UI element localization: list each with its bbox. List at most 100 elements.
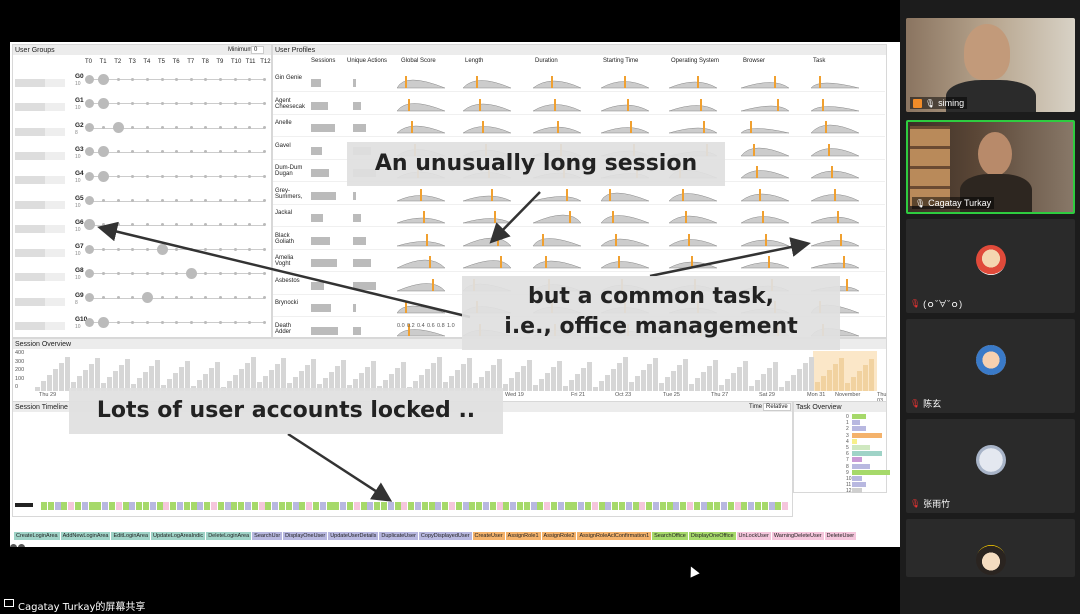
timeline-cell[interactable] <box>54 502 61 510</box>
group-bubble[interactable] <box>189 101 193 105</box>
group-bubble[interactable] <box>189 320 193 324</box>
legend-chip[interactable]: EditLoginArea <box>111 532 151 540</box>
timeline-cell[interactable] <box>319 502 326 510</box>
group-bubble[interactable] <box>98 73 110 85</box>
group-bubble[interactable] <box>204 77 208 81</box>
group-bubble[interactable] <box>218 247 222 251</box>
group-bubble[interactable] <box>204 320 208 324</box>
group-bubble[interactable] <box>233 223 237 227</box>
group-bubble[interactable] <box>175 320 179 324</box>
group-bubble[interactable] <box>145 320 149 324</box>
timeline-cell[interactable] <box>510 502 517 510</box>
group-bubble[interactable] <box>204 150 208 154</box>
timeline-cell[interactable] <box>666 502 673 510</box>
group-bubble[interactable] <box>233 150 237 154</box>
group-bubble[interactable] <box>233 296 237 300</box>
timeline-cell[interactable] <box>394 502 401 510</box>
legend-chip[interactable]: UpdateUserDetails <box>328 532 379 540</box>
timeline-cell[interactable] <box>47 502 54 510</box>
timeline-cell[interactable] <box>571 502 578 510</box>
group-bubble[interactable] <box>84 293 94 303</box>
group-bubble[interactable] <box>218 77 222 81</box>
timeline-cell[interactable] <box>782 502 789 510</box>
timeline-cell[interactable] <box>748 502 755 510</box>
timeline-cell[interactable] <box>619 502 625 510</box>
timeline-cell[interactable] <box>775 502 782 510</box>
timeline-cell[interactable] <box>768 502 775 510</box>
group-bubble[interactable] <box>262 271 266 275</box>
timeline-cell[interactable] <box>129 502 136 510</box>
timeline-cell[interactable] <box>95 502 102 510</box>
timeline-cell[interactable] <box>503 502 510 510</box>
group-bubble[interactable] <box>175 126 179 130</box>
timeline-cell[interactable] <box>707 502 714 510</box>
participant-tile-siming[interactable]: 🎙 siming <box>906 18 1075 112</box>
timeline-cell[interactable] <box>449 502 455 510</box>
group-bubble[interactable] <box>84 171 94 181</box>
group-bubble[interactable] <box>84 268 94 278</box>
group-bubble[interactable] <box>116 223 120 227</box>
timeline-cell[interactable] <box>401 502 408 510</box>
task-bar[interactable] <box>852 476 862 481</box>
task-bar[interactable] <box>852 426 866 432</box>
group-bubble[interactable] <box>248 320 252 324</box>
group-bubble[interactable] <box>102 247 106 251</box>
group-bubble[interactable] <box>84 147 94 157</box>
timeline-cell[interactable] <box>347 502 353 510</box>
timeline-cell[interactable] <box>680 502 687 510</box>
group-bubble[interactable] <box>145 126 149 130</box>
group-bubble[interactable] <box>248 271 252 275</box>
timeline-cell[interactable] <box>483 502 489 510</box>
timeline-cell[interactable] <box>231 502 238 510</box>
group-bubble[interactable] <box>204 271 208 275</box>
group-bubble[interactable] <box>156 243 168 255</box>
task-bar[interactable] <box>852 414 866 419</box>
timeline-cell[interactable] <box>761 502 768 510</box>
group-bubble[interactable] <box>189 199 193 202</box>
timeline-cell[interactable] <box>61 502 68 510</box>
group-bubble[interactable] <box>248 247 252 251</box>
timeline-cell[interactable] <box>170 502 177 510</box>
task-bar[interactable] <box>852 438 857 444</box>
timeline-cell[interactable] <box>537 502 544 510</box>
relative-toggle[interactable]: Relative <box>763 403 791 411</box>
group-bubble[interactable] <box>175 223 179 227</box>
timeline-cell[interactable] <box>374 502 381 510</box>
group-bubble[interactable] <box>131 296 135 300</box>
group-bubble[interactable] <box>175 101 179 105</box>
group-bubble[interactable] <box>189 223 193 227</box>
timeline-cell[interactable] <box>340 502 347 510</box>
group-bubble[interactable] <box>248 199 252 202</box>
group-bubble[interactable] <box>248 296 252 300</box>
group-bubble[interactable] <box>160 320 164 324</box>
timeline-cell[interactable] <box>428 502 435 510</box>
group-bubble[interactable] <box>116 150 120 154</box>
timeline-cell[interactable] <box>578 502 585 510</box>
timeline-cell[interactable] <box>224 502 231 510</box>
task-bar[interactable] <box>852 445 870 450</box>
group-bubble[interactable] <box>262 101 266 105</box>
timeline-cell[interactable] <box>326 502 333 510</box>
profile-row[interactable]: Agent Cheesecak <box>273 92 885 115</box>
timeline-cell[interactable] <box>700 502 707 510</box>
group-bubble[interactable] <box>189 174 193 178</box>
participant-tile-4[interactable]: 🎙 陈玄 <box>906 319 1075 413</box>
group-bubble[interactable] <box>248 101 252 105</box>
group-bubble[interactable] <box>112 122 124 134</box>
timeline-cell[interactable] <box>659 502 666 510</box>
timeline-cell[interactable] <box>88 502 95 510</box>
legend-chip[interactable]: UpdateLogAreaIndic <box>151 532 206 540</box>
group-bubble[interactable] <box>233 101 237 105</box>
timeline-cell[interactable] <box>75 502 81 510</box>
timeline-cell[interactable] <box>755 502 761 510</box>
timeline-cell[interactable] <box>557 502 564 510</box>
group-bubble[interactable] <box>98 146 110 158</box>
timeline-cell[interactable] <box>455 502 462 510</box>
group-bubble[interactable] <box>131 271 135 275</box>
group-bubble[interactable] <box>131 320 135 324</box>
group-bubble[interactable] <box>204 126 208 130</box>
